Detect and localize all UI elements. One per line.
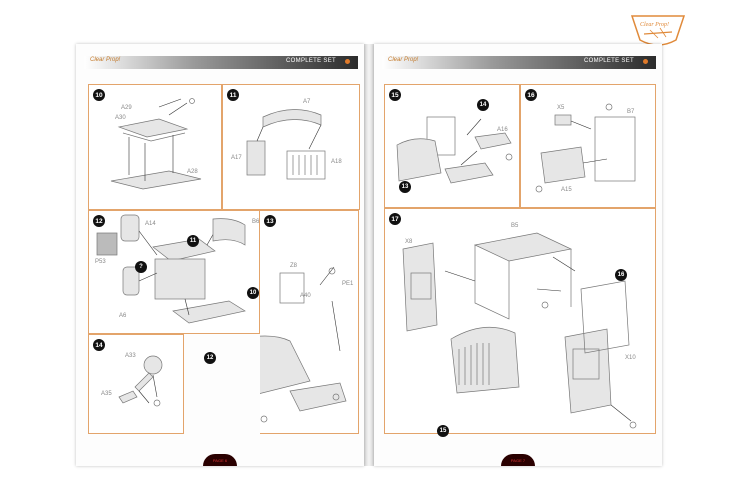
part-label: A29 — [121, 105, 132, 111]
step-10-diagram — [110, 98, 202, 190]
page-number: PAGE 7 — [501, 454, 535, 466]
callout-badge: 14 — [477, 99, 489, 111]
step-12-panel: 12 11 ? 10 A14 P53 A6 — [88, 210, 260, 334]
page-header: Clear Prop! COMPLETE SET — [382, 56, 656, 69]
part-label: A16 — [497, 127, 508, 133]
step-14-diagram — [118, 355, 163, 407]
step-12-diagram — [96, 214, 246, 324]
part-label: A15 — [561, 187, 572, 193]
callout-badge: 13 — [399, 181, 411, 193]
callout-badge: 12 — [204, 352, 216, 364]
part-label: A14 — [145, 221, 156, 227]
part-label: Z8 — [290, 263, 298, 269]
left-page: Clear Prop! COMPLETE SET 10 A29 A30 A28 … — [76, 44, 364, 466]
part-label: X5 — [557, 105, 565, 111]
step-number: 11 — [227, 89, 239, 101]
part-label: A40 — [300, 293, 311, 299]
step-11-panel: 11 A7 A17 A18 — [222, 84, 360, 210]
part-label: A35 — [101, 391, 112, 397]
part-label: PE1 — [342, 281, 354, 287]
step-16-panel: 16 X5 B7 A15 — [520, 84, 656, 208]
step-14-panel: 14 A33 A35 — [88, 334, 184, 434]
callout-badge: 11 — [187, 235, 199, 247]
step-15-panel: 15 14 13 A16 — [384, 84, 520, 208]
part-label: A33 — [125, 353, 136, 359]
callout-badge: ? — [135, 261, 147, 273]
step-number: 16 — [525, 89, 537, 101]
callout-badge: 15 — [437, 425, 449, 437]
header-title: COMPLETE SET — [584, 58, 634, 64]
part-label: A30 — [115, 115, 126, 121]
step-number: 15 — [389, 89, 401, 101]
step-number: 12 — [93, 215, 105, 227]
step-number: 10 — [93, 89, 105, 101]
step-number: 17 — [389, 213, 401, 225]
step-15-diagram — [396, 116, 513, 184]
right-page: Clear Prop! COMPLETE SET 15 14 13 A16 16… — [374, 44, 662, 466]
step-13-panel: 13 B6 Z8 A40 PE1 — [252, 210, 359, 434]
part-label: A18 — [331, 159, 342, 165]
page-header: Clear Prop! COMPLETE SET — [84, 56, 358, 69]
step-11-diagram — [246, 109, 326, 180]
part-label: B7 — [627, 109, 635, 115]
svg-text:Clear Prop!: Clear Prop! — [640, 22, 669, 28]
part-label: A17 — [231, 155, 242, 161]
step-17-diagram — [402, 232, 637, 429]
step-10-panel: 10 A29 A30 A28 — [88, 84, 222, 210]
header-brand: Clear Prop! — [388, 57, 419, 63]
part-label: A7 — [303, 99, 311, 105]
step-17-panel: 17 16 15 B5 X8 X10 — [384, 208, 656, 437]
part-label: X10 — [625, 355, 636, 361]
header-dot-icon — [643, 59, 648, 64]
step-16-diagram — [535, 103, 636, 193]
step-number: 14 — [93, 339, 105, 351]
header-brand: Clear Prop! — [90, 57, 121, 63]
step-number: 13 — [264, 215, 276, 227]
page-number: PAGE 6 — [203, 454, 237, 466]
header-title: COMPLETE SET — [286, 58, 336, 64]
step-13-diagram — [260, 266, 347, 423]
header-dot-icon — [345, 59, 350, 64]
part-label: A28 — [187, 169, 198, 175]
part-label: P53 — [95, 259, 106, 265]
callout-badge: 10 — [247, 287, 259, 299]
part-label: A6 — [119, 313, 127, 319]
part-label: B6 — [252, 219, 260, 225]
part-label: X8 — [405, 239, 413, 245]
part-label: B5 — [511, 223, 519, 229]
callout-badge: 16 — [615, 269, 627, 281]
book-gutter — [364, 44, 374, 466]
